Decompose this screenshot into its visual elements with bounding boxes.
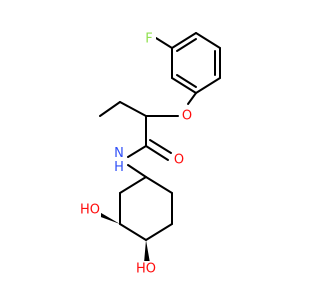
amide-oxygen-label: O xyxy=(174,153,184,168)
ring-bond xyxy=(119,176,147,194)
fluorine-label: F xyxy=(145,32,152,47)
n-cyclohexyl-bond xyxy=(127,164,147,178)
atom-fluorine: F xyxy=(143,30,156,47)
ring-bond xyxy=(195,77,221,94)
ether-oxygen-label: O xyxy=(182,109,192,124)
ring-bond xyxy=(145,223,173,241)
atom-hydroxyl-2: HO xyxy=(135,261,157,277)
ch2-ch3-bond xyxy=(99,101,121,117)
hydroxyl-2-label: HO xyxy=(136,262,156,277)
atom-ether-oxygen: O xyxy=(180,108,194,124)
ring-double-bond xyxy=(176,38,197,52)
aryl-o-bond xyxy=(187,92,197,105)
ring-bond xyxy=(171,77,197,94)
c-n-bond xyxy=(127,145,147,158)
carbonyl-double-bond xyxy=(149,139,172,154)
wedge-bond xyxy=(144,240,150,263)
wedge-bond xyxy=(96,210,120,224)
atom-hydroxyl-1: HO xyxy=(79,202,101,218)
ring-bond xyxy=(171,32,197,49)
ch-ch2-bond xyxy=(119,101,147,117)
ring-bond xyxy=(195,32,221,49)
ring-bond xyxy=(145,176,173,194)
c-f-bond xyxy=(155,37,173,49)
fluorophenyl-ring xyxy=(171,32,221,94)
carbonyl-double-bond xyxy=(145,145,169,161)
cyclohexane-ring xyxy=(119,176,173,241)
ring-double-bond xyxy=(176,74,197,88)
atom-amide-oxygen: O xyxy=(172,152,186,168)
ring-bond xyxy=(119,223,147,241)
hydroxyl-1-label: HO xyxy=(80,203,100,218)
